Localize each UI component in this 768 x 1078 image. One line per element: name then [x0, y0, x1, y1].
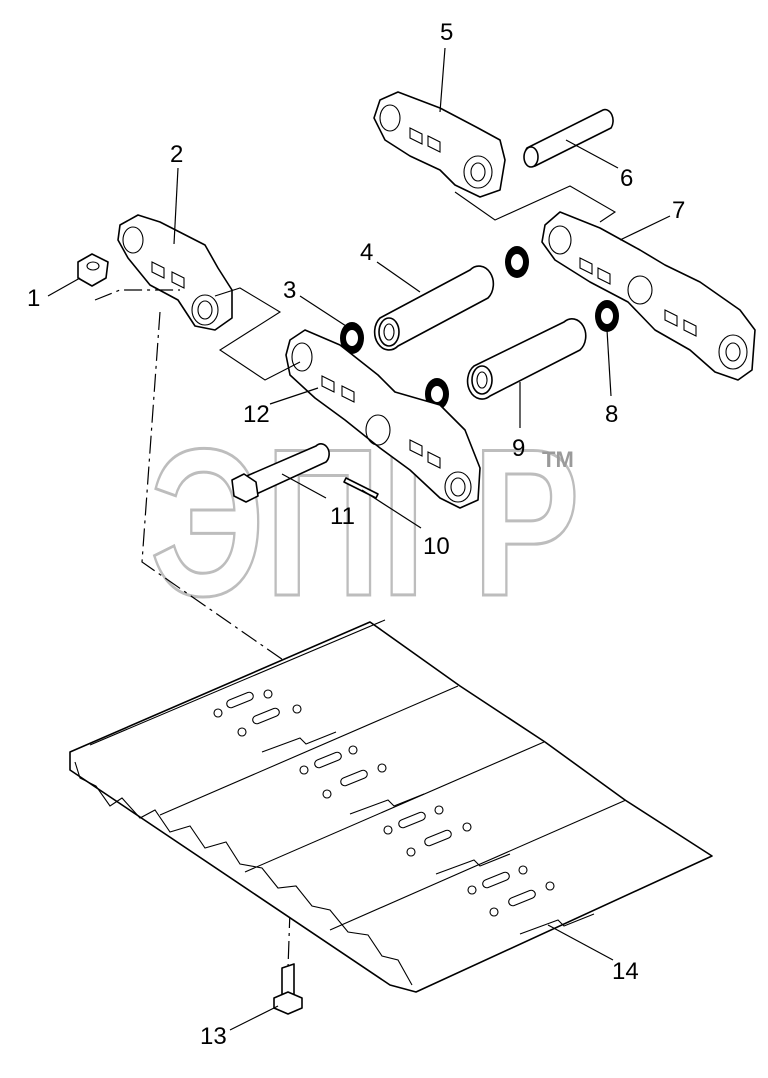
part-10-keeper	[343, 477, 379, 499]
watermark: ЭПГР TM	[149, 404, 582, 642]
part-11-master-pin	[231, 443, 330, 503]
leader-lines	[47, 47, 671, 1031]
phantom-frames	[214, 185, 617, 381]
callout-14: 14	[612, 958, 639, 985]
part-8-seal	[595, 300, 619, 332]
part-1-nut	[77, 253, 109, 287]
callout-1: 1	[27, 285, 40, 312]
part-9-bushing	[466, 318, 587, 400]
callout-12: 12	[243, 401, 270, 428]
callout-5: 5	[440, 19, 453, 46]
part-6-pin	[523, 108, 614, 168]
watermark-text: ЭПГР	[150, 405, 580, 640]
part-7-track-link-pair	[541, 211, 756, 381]
watermark-tm: TM	[542, 447, 574, 472]
callout-6: 6	[620, 165, 633, 192]
callout-11: 11	[330, 503, 355, 530]
callout-10: 10	[423, 533, 450, 560]
part-13-bolt	[273, 963, 303, 1015]
callout-13: 13	[200, 1023, 227, 1050]
seal-upper-right	[505, 246, 529, 278]
part-3-seal	[340, 322, 364, 354]
part-12-track-link-pair	[285, 329, 481, 509]
callout-7: 7	[672, 197, 685, 224]
part-4-bushing	[373, 265, 495, 351]
callout-8: 8	[605, 401, 618, 428]
part-5-track-link	[373, 91, 506, 198]
callout-4: 4	[360, 239, 373, 266]
part-14-track-shoes	[69, 619, 713, 993]
callout-9: 9	[512, 435, 525, 462]
callout-labels: 1 2 3 4 5 6 7 8 9 10 11 12 13 14	[27, 19, 685, 1050]
callout-2: 2	[170, 141, 183, 168]
part-2-track-link	[117, 214, 233, 331]
callout-3: 3	[283, 277, 296, 304]
